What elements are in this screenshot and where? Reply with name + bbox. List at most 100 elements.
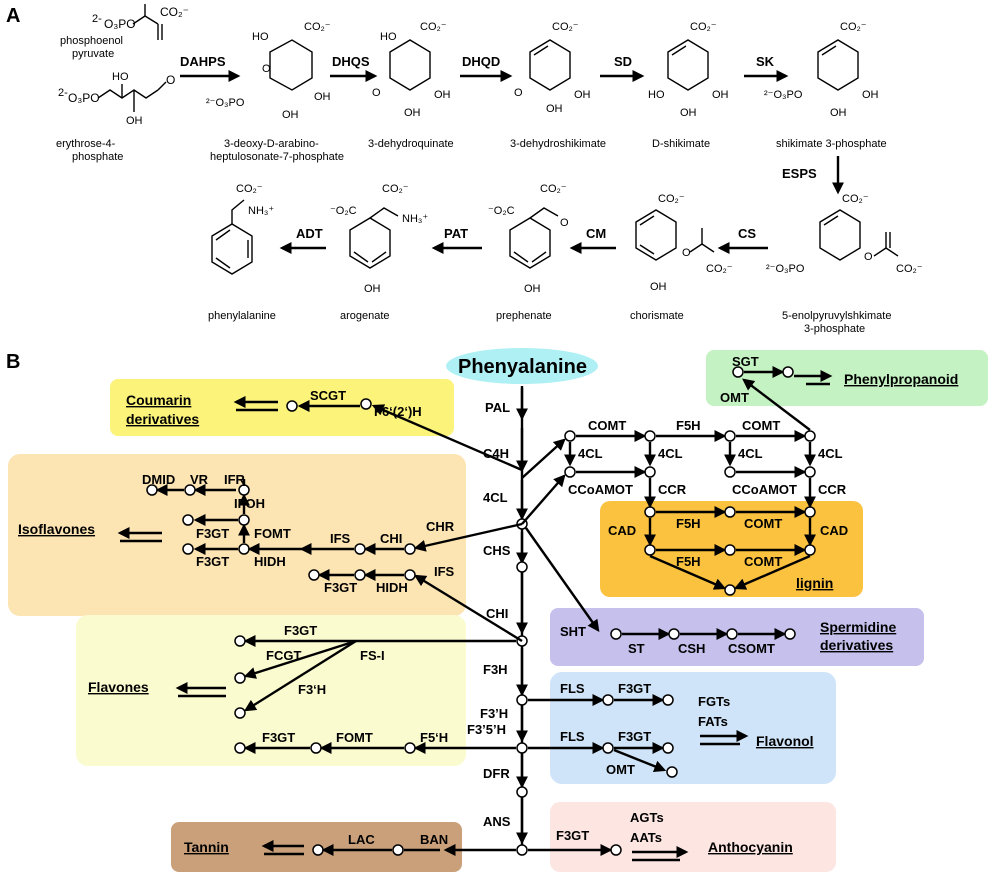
- enzyme-ban: BAN: [420, 832, 448, 847]
- enzyme-f3gt-iso-1: F3GT: [196, 526, 229, 541]
- svg-text:CO₂⁻: CO₂⁻: [304, 21, 331, 33]
- svg-text:OH: OH: [364, 283, 381, 295]
- svg-text:HO: HO: [252, 31, 269, 43]
- pep-label-2: pyruvate: [72, 48, 114, 60]
- svg-text:O: O: [560, 217, 569, 229]
- product-coumarin-2: derivatives: [126, 411, 199, 427]
- svg-text:CO₂⁻: CO₂⁻: [896, 263, 923, 275]
- enzyme-csomt: CSOMT: [728, 641, 775, 656]
- e4p-label-2: phosphate: [72, 151, 123, 163]
- enzyme-chr: CHR: [426, 519, 455, 534]
- svg-text:OH: OH: [524, 283, 541, 295]
- chorismate-label: chorismate: [630, 310, 684, 322]
- node-iso-d: [238, 514, 250, 526]
- node-lig-3: [644, 430, 656, 442]
- enzyme-f3gt-iso-3: F3GT: [324, 580, 357, 595]
- arogenate-structure: ⁻O₂C CO₂⁻ NH₃⁺ OH: [330, 183, 428, 295]
- node-coumarin-1: [360, 398, 372, 410]
- svg-text:CO₂⁻: CO₂⁻: [420, 21, 447, 33]
- node-lig-7: [724, 466, 736, 478]
- node-lig-11: [804, 506, 816, 518]
- spermidine-box: [550, 608, 924, 666]
- phenylpropanoid-box: [706, 350, 988, 406]
- node-flav-c: [234, 707, 246, 719]
- enzyme-aats: AATs: [630, 830, 662, 845]
- node-lig-1: [564, 430, 576, 442]
- s3p-label: shikimate 3-phosphate: [776, 138, 887, 150]
- enzyme-fats: FATs: [698, 714, 728, 729]
- svg-text:CO₂⁻: CO₂⁻: [658, 193, 685, 205]
- node-spd-2: [668, 628, 680, 640]
- enzyme-4cl: 4CL: [483, 490, 508, 505]
- enzyme-chs: CHS: [483, 543, 511, 558]
- node-iso-f: [182, 514, 194, 526]
- phenylalanine-start: Phenyalanine: [458, 356, 587, 378]
- enzyme-st: ST: [628, 641, 645, 656]
- product-flavonol: Flavonol: [756, 733, 814, 749]
- enzyme-comt-4: COMT: [744, 554, 782, 569]
- e4p-label-1: erythrose-4-: [56, 138, 116, 150]
- svg-text:CO₂⁻: CO₂⁻: [842, 193, 869, 205]
- node-lig-13: [724, 544, 736, 556]
- enzyme-ifs-2: IFS: [434, 564, 455, 579]
- svg-text:OH: OH: [434, 89, 451, 101]
- enzyme-f3gt-fol-2: F3GT: [618, 729, 651, 744]
- node-flav-a: [234, 635, 246, 647]
- arogenate-label: arogenate: [340, 310, 390, 322]
- node-antho-1: [610, 844, 622, 856]
- svg-text:⁻O₂C: ⁻O₂C: [330, 205, 357, 217]
- node-lig-5: [804, 430, 816, 442]
- svg-text:⁻O₂C: ⁻O₂C: [488, 205, 515, 217]
- enzyme-comt-3: COMT: [744, 516, 782, 531]
- enzyme-f5h-1: F5H: [676, 418, 701, 433]
- svg-text:CO₂⁻: CO₂⁻: [382, 183, 409, 195]
- coumarin-box: [110, 379, 454, 436]
- svg-text:OH: OH: [282, 109, 299, 121]
- flavonol-box: [550, 672, 836, 784]
- enzyme-ccoamot-2: CCoAMOT: [732, 482, 797, 497]
- svg-text:OH: OH: [830, 107, 847, 119]
- node-iso-k: [354, 569, 366, 581]
- product-coumarin-1: Coumarin: [126, 392, 191, 408]
- enzyme-pat: PAT: [444, 226, 468, 241]
- enzyme-sgt: SGT: [732, 354, 759, 369]
- enzyme-fls-2: FLS: [560, 729, 585, 744]
- node-lig-10: [724, 506, 736, 518]
- prephenate-structure: ⁻O₂C CO₂⁻ O OH: [488, 183, 569, 295]
- product-isoflavones: Isoflavones: [18, 521, 95, 537]
- enzyme-f5h-2: F5H: [676, 516, 701, 531]
- dhs-label: 3-dehydroshikimate: [510, 138, 606, 150]
- enzyme-comt-1: COMT: [588, 418, 626, 433]
- svg-text:OH: OH: [862, 89, 879, 101]
- enzyme-sk: SK: [756, 54, 775, 69]
- s3p-structure: CO₂⁻ ²⁻O₃PO OH OH: [764, 21, 879, 119]
- node-chs: [516, 561, 528, 573]
- enzyme-scgt: SCGT: [310, 388, 346, 403]
- enzyme-dmid: DMID: [142, 472, 175, 487]
- phenylalanine-structure: CO₂⁻ NH₃⁺: [211, 183, 274, 275]
- svg-text:OH: OH: [712, 89, 729, 101]
- enzyme-dhqs: DHQS: [332, 54, 370, 69]
- node-ppd-2: [782, 366, 794, 378]
- svg-text:HO: HO: [648, 89, 665, 101]
- node-lig-6: [644, 466, 656, 478]
- svg-text:CO₂⁻: CO₂⁻: [540, 183, 567, 195]
- svg-text:OH: OH: [314, 91, 331, 103]
- enzyme-f3gt-flav-1: F3GT: [284, 623, 317, 638]
- node-fol-2: [662, 694, 674, 706]
- enzyme-vr: VR: [190, 472, 209, 487]
- svg-text:CO₂⁻: CO₂⁻: [160, 5, 189, 19]
- node-spd-1: [610, 628, 622, 640]
- enzyme-pal: PAL: [485, 400, 510, 415]
- node-spd-3: [726, 628, 738, 640]
- enzyme-adt: ADT: [296, 226, 323, 241]
- panel-b-label: B: [6, 351, 20, 373]
- node-lig-12: [644, 544, 656, 556]
- node-dfr: [516, 786, 528, 798]
- node-iso-l: [308, 569, 320, 581]
- node-iso-c: [238, 543, 250, 555]
- enzyme-fls-1: FLS: [560, 681, 585, 696]
- enzyme-f3prime-h: F3’H: [480, 706, 508, 721]
- enzyme-fomt-iso: FOMT: [254, 526, 291, 541]
- epsp-label-2: 3-phosphate: [804, 323, 865, 335]
